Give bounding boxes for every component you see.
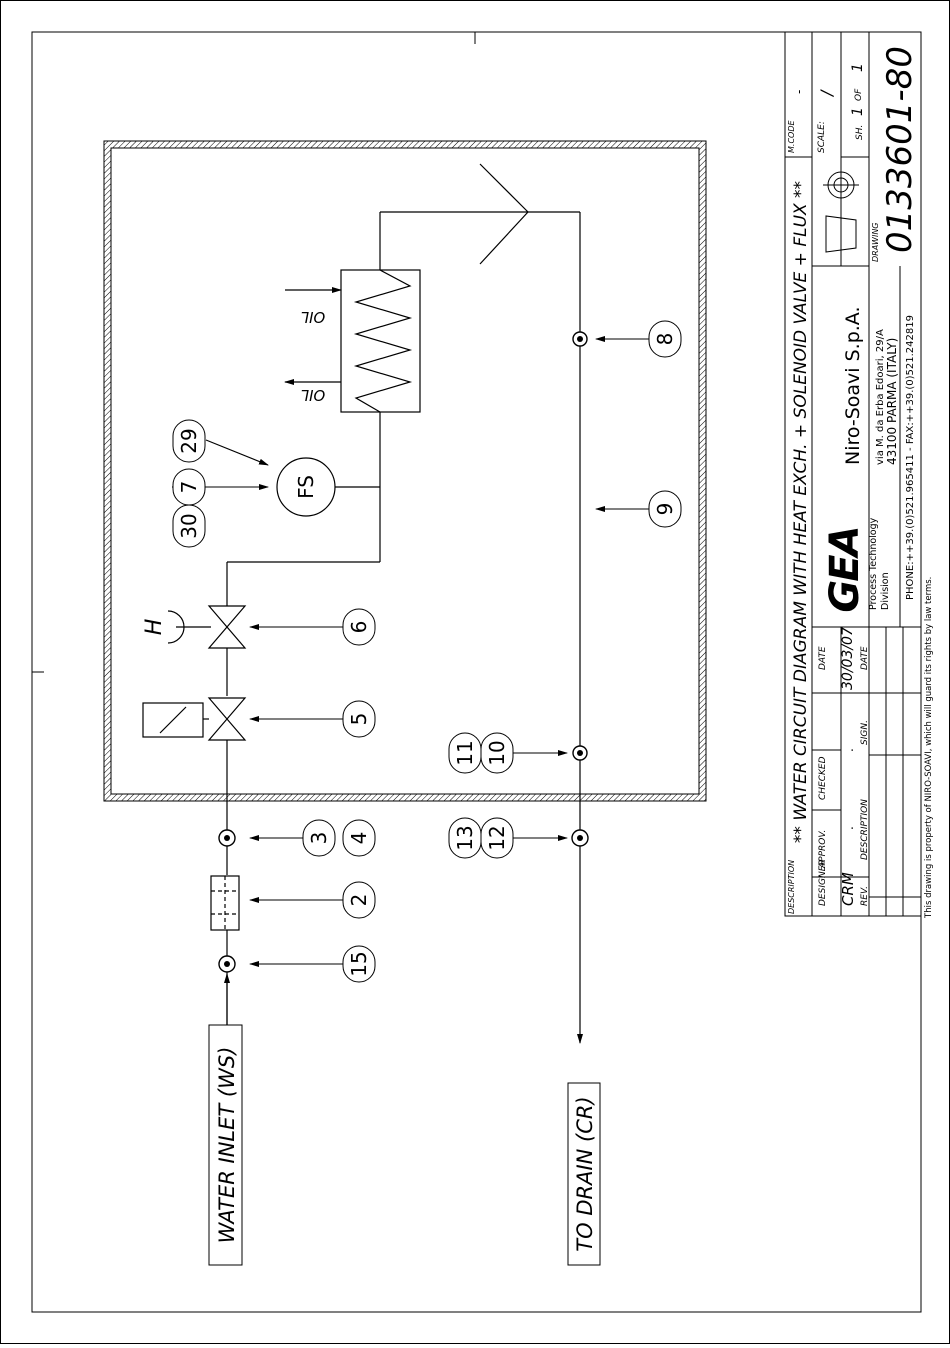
callout-7: 7 bbox=[172, 468, 206, 506]
approv-value: . bbox=[842, 826, 856, 830]
inlet-line bbox=[224, 211, 583, 1044]
callout-15: 15 bbox=[342, 945, 376, 983]
callout-9: 9 bbox=[648, 490, 682, 528]
callout-12: 12 bbox=[480, 817, 514, 859]
callout-8: 8 bbox=[648, 320, 682, 358]
drain-funnel-symbol bbox=[479, 163, 529, 265]
handle-label: H bbox=[142, 619, 167, 636]
address-line-2: 43100 PARMA (ITALY) bbox=[885, 338, 899, 465]
drawing-number: 0133601-80 bbox=[880, 46, 920, 253]
sheet-value: 1 bbox=[850, 107, 866, 116]
oil-out-label: OIL bbox=[301, 386, 326, 404]
to-drain-box: TO DRAIN (CR) bbox=[567, 1082, 601, 1266]
drawing-title: ** WATER CIRCUIT DIAGRAM WITH HEAT EXCH.… bbox=[791, 181, 811, 843]
heat-exchanger-symbol bbox=[284, 269, 421, 413]
callout-11: 11 bbox=[448, 732, 482, 774]
footer-notice: This drawing is property of NIRO-SOAVI, … bbox=[924, 577, 934, 919]
svg-text:10: 10 bbox=[485, 740, 509, 765]
callout-4: 4 bbox=[342, 819, 376, 857]
description-col-label: DESCRIPTION bbox=[860, 799, 870, 860]
to-drain-label: TO DRAIN (CR) bbox=[573, 1096, 597, 1251]
svg-text:29: 29 bbox=[177, 428, 201, 453]
callout-6: 6 bbox=[342, 608, 376, 646]
callout-13: 13 bbox=[448, 817, 482, 859]
division-line-2: Division bbox=[880, 572, 891, 610]
scale-value: / bbox=[817, 89, 836, 98]
test-point-3-4 bbox=[218, 829, 236, 847]
sign-label: SIGN. bbox=[860, 720, 870, 745]
machine-enclosure bbox=[103, 140, 707, 802]
sheet-label: SH. bbox=[855, 125, 865, 140]
svg-text:30: 30 bbox=[177, 513, 201, 538]
test-point-15 bbox=[218, 955, 236, 973]
callout-30: 30 bbox=[172, 504, 206, 548]
callout-5: 5 bbox=[342, 700, 376, 738]
company-name: Niro-Soavi S.p.A. bbox=[842, 306, 864, 465]
flow-switch-label: FS bbox=[294, 475, 318, 499]
callout-3: 3 bbox=[302, 819, 336, 857]
designer-label: DESIGNER bbox=[818, 859, 828, 906]
title-block bbox=[784, 31, 922, 917]
gea-logo: GEA bbox=[822, 527, 868, 612]
division-line-1: Process Technology bbox=[868, 517, 879, 610]
phone-fax: PHONE:++39.(0)521.965411 - FAX:++39.(0)5… bbox=[905, 315, 916, 600]
checked-value: . bbox=[842, 748, 856, 752]
approv-label: APPROV. bbox=[818, 830, 828, 869]
svg-text:4: 4 bbox=[347, 832, 371, 845]
svg-text:15: 15 bbox=[347, 951, 371, 976]
solenoid-valve-symbol bbox=[142, 697, 247, 741]
callout-10: 10 bbox=[480, 732, 514, 774]
drawing-label: DRAWING bbox=[871, 222, 880, 262]
svg-text:6: 6 bbox=[347, 621, 371, 634]
svg-text:GEA: GEA bbox=[822, 527, 868, 612]
svg-text:13: 13 bbox=[453, 825, 477, 850]
test-point-8 bbox=[572, 331, 588, 347]
svg-text:7: 7 bbox=[177, 481, 201, 494]
svg-text:8: 8 bbox=[653, 333, 677, 346]
water-inlet-label: WATER INLET (WS) bbox=[215, 1047, 239, 1244]
checked-label: CHECKED bbox=[818, 756, 828, 800]
scale-label: SCALE: bbox=[817, 121, 827, 153]
sheet-total: 1 bbox=[850, 63, 866, 72]
filter-symbol bbox=[210, 875, 240, 931]
svg-text:12: 12 bbox=[485, 825, 509, 850]
date2-label: DATE bbox=[860, 646, 870, 670]
sheet-of: OF bbox=[854, 88, 864, 101]
designer-value: CRM bbox=[839, 872, 857, 906]
test-point-10-11 bbox=[572, 745, 588, 761]
address-line-1: via M. da Erba Edoari, 29/A bbox=[875, 329, 886, 465]
svg-text:11: 11 bbox=[453, 740, 477, 765]
rev-label: REV. bbox=[860, 886, 870, 906]
svg-text:5: 5 bbox=[347, 713, 371, 726]
description-label: DESCRIPTION bbox=[787, 860, 796, 914]
manual-valve-symbol bbox=[167, 605, 247, 649]
svg-text:3: 3 bbox=[307, 832, 331, 845]
date-label: DATE bbox=[818, 646, 828, 670]
projection-symbol bbox=[823, 167, 859, 258]
callout-29: 29 bbox=[172, 419, 206, 463]
date-value: 30/03/07 bbox=[840, 627, 856, 690]
oil-in-label: OIL bbox=[301, 308, 326, 326]
m-code-value: - bbox=[792, 90, 806, 94]
test-point-12-13 bbox=[571, 829, 589, 847]
callout-2: 2 bbox=[342, 881, 376, 919]
svg-text:2: 2 bbox=[347, 894, 371, 907]
water-inlet-box: WATER INLET (WS) bbox=[208, 1024, 243, 1266]
flow-switch-symbol bbox=[276, 457, 380, 517]
svg-text:9: 9 bbox=[653, 503, 677, 516]
m-code-label: M.CODE bbox=[787, 120, 796, 153]
